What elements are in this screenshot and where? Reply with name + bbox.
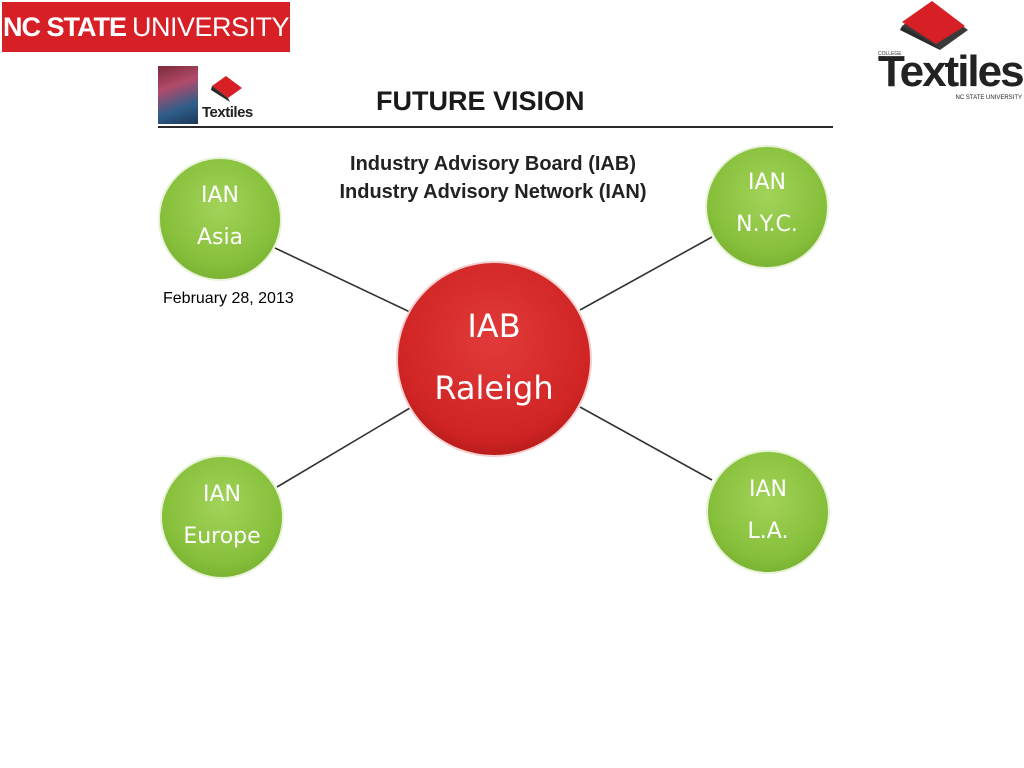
connector-la xyxy=(579,406,713,481)
textiles-subline: NC STATE UNIVERSITY xyxy=(955,95,1022,101)
slide-panel: Textiles FUTURE VISION Industry Advisory… xyxy=(150,62,840,592)
node-asia-line1: IAN xyxy=(201,183,239,208)
node-label-europe: IAN Europe xyxy=(162,474,282,558)
slide-subtitle: Industry Advisory Board (IAB) Industry A… xyxy=(300,150,686,206)
ncsu-logo-light-text: UNIVERSITY xyxy=(131,11,290,42)
college-of-text: COLLEGE OF xyxy=(878,51,902,62)
connector-europe xyxy=(276,407,411,488)
node-raleigh-line1: IAB xyxy=(467,307,521,345)
presentation-date: February 28, 2013 xyxy=(163,290,294,307)
college-of-textiles-logo: COLLEGE OF Textiles NC STATE UNIVERSITY xyxy=(872,0,1024,104)
node-la-line2: L.A. xyxy=(747,519,789,544)
node-label-asia: IAN Asia xyxy=(160,175,280,259)
node-nyc-line2: N.Y.C. xyxy=(736,212,798,237)
subtitle-line-1: Industry Advisory Board (IAB) xyxy=(350,153,636,175)
node-label-nyc: IAN N.Y.C. xyxy=(707,162,827,246)
node-asia-line2: Asia xyxy=(196,225,244,250)
thumbnail-photo xyxy=(158,66,198,124)
title-divider xyxy=(158,126,833,128)
node-ian-asia xyxy=(158,157,282,281)
slide-title: FUTURE VISION xyxy=(376,86,585,116)
node-label-raleigh: IAB Raleigh xyxy=(399,295,589,419)
node-ian-la xyxy=(706,450,830,574)
node-ian-europe xyxy=(160,455,284,579)
thumbnail-diamond-icon xyxy=(211,76,242,102)
subtitle-line-2: Industry Advisory Network (IAN) xyxy=(339,181,647,203)
node-europe-line1: IAN xyxy=(203,482,241,507)
connector-asia xyxy=(274,247,411,313)
node-raleigh-line2: Raleigh xyxy=(434,369,554,407)
thumbnail-textiles-word: Textiles xyxy=(202,104,253,121)
textiles-wordmark: Textiles xyxy=(878,47,1024,96)
slide-thumbnail: Textiles xyxy=(158,66,273,126)
node-label-la: IAN L.A. xyxy=(708,469,828,553)
node-nyc-line1: IAN xyxy=(748,170,786,195)
node-iab-raleigh xyxy=(396,261,592,457)
connector-nyc xyxy=(579,236,713,311)
node-ian-nyc xyxy=(705,145,829,269)
node-europe-line2: Europe xyxy=(183,524,261,549)
ncsu-logo-banner: NC STATE UNIVERSITY xyxy=(2,2,290,52)
node-la-line1: IAN xyxy=(749,477,787,502)
textiles-diamond-icon xyxy=(900,1,968,50)
ncsu-logo-bold-text: NC STATE xyxy=(2,11,127,42)
